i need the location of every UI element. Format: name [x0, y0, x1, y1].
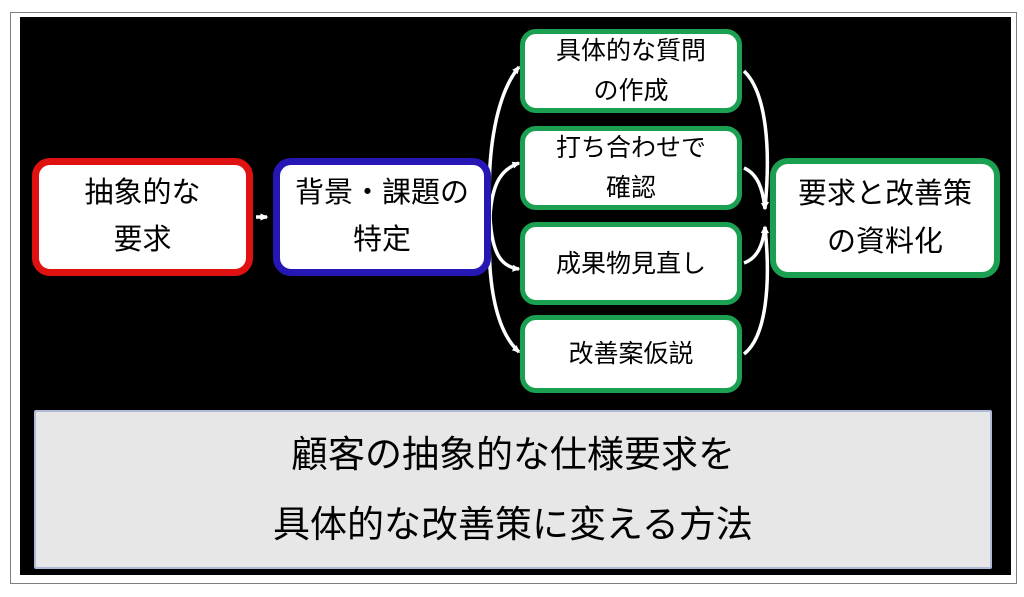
box-document-requirements-improvements: 要求と改善策 の資料化 — [770, 158, 1000, 278]
box-confirm-in-meeting: 打ち合わせで 確認 — [520, 126, 742, 210]
box-text-line: 具体的な質問 — [555, 37, 706, 65]
box-deliverable-review: 成果物見直し — [520, 222, 742, 305]
box-text-line: 特定 — [352, 224, 411, 256]
arrow-fanout-step2 — [488, 161, 521, 218]
box-improvement-hypothesis: 改善案仮説 — [520, 315, 742, 393]
box-text-line: 改善案仮説 — [568, 340, 694, 368]
arrow-fanin-step1 — [742, 69, 770, 210]
box-text-line: 要求 — [113, 224, 172, 256]
box-text-line: 確認 — [605, 174, 656, 202]
caption-box: 顧客の抽象的な仕様要求を 具体的な改善策に変える方法 — [34, 410, 992, 569]
arrow-fanin-step2 — [743, 166, 768, 211]
caption-text-line: 顧客の抽象的な仕様要求を — [291, 433, 735, 475]
box-background-issue-identification: 背景・課題の 特定 — [273, 158, 491, 276]
box-text-line: 要求と改善策 — [797, 178, 972, 210]
arrow-fanin-step3 — [743, 225, 768, 265]
box-abstract-requirements: 抽象的な 要求 — [32, 158, 253, 276]
diagram-canvas: 抽象的な 要求 背景・課題の 特定 具体的な質問 の作成 打ち合わせで 確認 成… — [20, 17, 1011, 575]
box-text-line: 成果物見直し — [555, 249, 706, 278]
arrow-fanin-step4 — [742, 225, 770, 356]
box-create-specific-questions: 具体的な質問 の作成 — [520, 29, 742, 113]
arrow-fanout-step3 — [488, 216, 521, 272]
caption-text-line: 具体的な改善策に変える方法 — [273, 503, 753, 545]
box-text-line: の作成 — [593, 77, 669, 105]
box-text-line: 抽象的な — [84, 177, 201, 209]
box-text-line: 背景・課題の — [294, 177, 469, 209]
box-text-line: 打ち合わせで — [555, 134, 706, 162]
box-text-line: の資料化 — [826, 226, 943, 258]
